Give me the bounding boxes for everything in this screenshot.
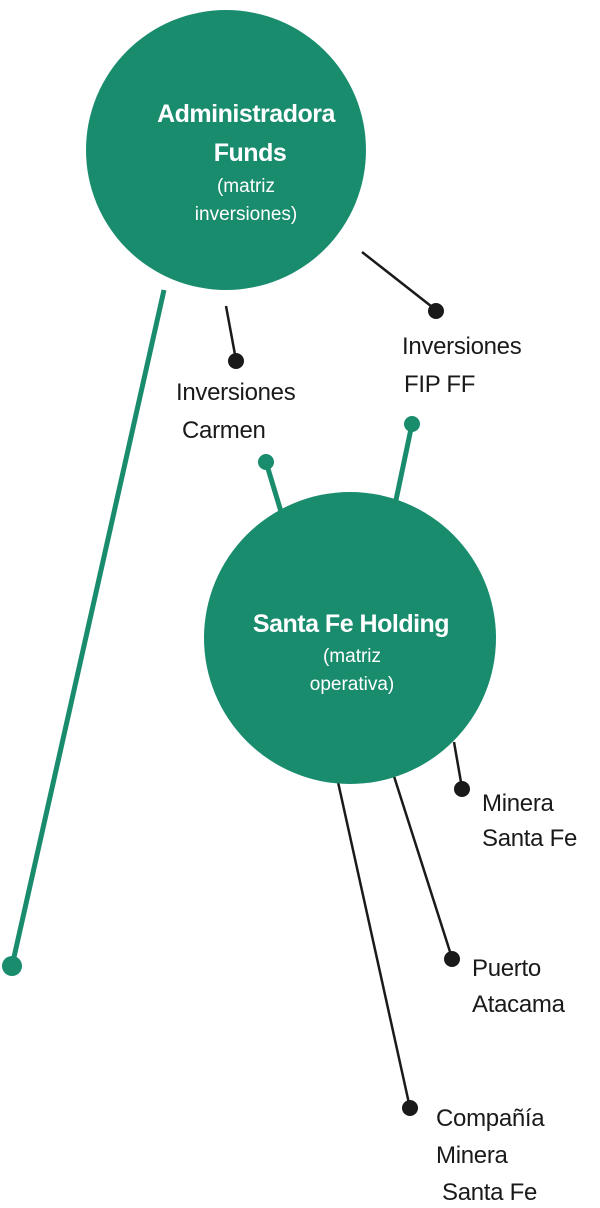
- dot-minera-santa-fe: [454, 781, 470, 797]
- dot-inversiones-fip-ff: [428, 303, 444, 319]
- connector-admin-to-inversiones-carmen: [224, 305, 238, 361]
- connector-holding-to-minera-santa-fe: [452, 741, 464, 789]
- label-minera-santa-fe-line-2: Santa Fe: [482, 825, 577, 852]
- node-subtitle-santa-fe-holding-line-1: (matriz: [323, 646, 381, 667]
- label-compania-minera-line-3: Santa Fe: [442, 1179, 537, 1206]
- connector-holding-to-puerto-atacama: [390, 769, 454, 959]
- label-puerto-atacama-line-1: Puerto: [472, 955, 541, 982]
- dot-left-end: [2, 956, 22, 976]
- connector-admin-to-left-end: [9, 289, 167, 967]
- node-title-administradora-line-1: Administradora: [157, 100, 336, 128]
- node-administradora-funds: Administradora Funds (matriz inversiones…: [86, 10, 366, 290]
- label-inversiones-fip-ff-line-2: FIP FF: [404, 371, 475, 398]
- endpoint-dots: [2, 303, 470, 1116]
- node-title-santa-fe-holding: Santa Fe Holding: [253, 610, 449, 638]
- dot-inversiones-carmen: [228, 353, 244, 369]
- label-compania-minera-line-2: Minera: [436, 1142, 509, 1169]
- dot-puerto-atacama: [444, 951, 460, 967]
- node-circle-santa-fe-holding: [204, 492, 496, 784]
- node-subtitle-santa-fe-holding-line-2: operativa): [310, 674, 395, 695]
- dot-fip-ff-to-holding: [404, 416, 420, 432]
- label-inversiones-carmen-line-2: Carmen: [182, 417, 266, 444]
- label-compania-minera-line-1: Compañía: [436, 1105, 545, 1132]
- connectors: [9, 251, 464, 1109]
- dot-compania-minera: [402, 1100, 418, 1116]
- dot-carmen-to-holding: [258, 454, 274, 470]
- connector-inversiones-fip-ff-to-holding: [393, 423, 415, 501]
- label-inversiones-fip-ff-line-1: Inversiones: [402, 333, 522, 360]
- entity-labels: Inversiones Carmen Inversiones FIP FF Mi…: [176, 333, 577, 1206]
- node-title-administradora-line-2: Funds: [214, 139, 287, 167]
- node-subtitle-administradora-line-1: (matriz: [217, 176, 275, 197]
- connector-inversiones-carmen-to-holding: [263, 461, 285, 516]
- node-circle-administradora: [86, 10, 366, 290]
- node-santa-fe-holding: Santa Fe Holding (matriz operativa): [204, 492, 496, 784]
- connector-holding-to-compania-minera: [336, 781, 412, 1109]
- label-minera-santa-fe-line-1: Minera: [482, 790, 555, 817]
- connector-admin-to-inversiones-fip-ff: [361, 251, 437, 311]
- label-puerto-atacama-line-2: Atacama: [472, 991, 566, 1018]
- label-inversiones-carmen-line-1: Inversiones: [176, 379, 296, 406]
- node-subtitle-administradora-line-2: inversiones): [195, 204, 297, 225]
